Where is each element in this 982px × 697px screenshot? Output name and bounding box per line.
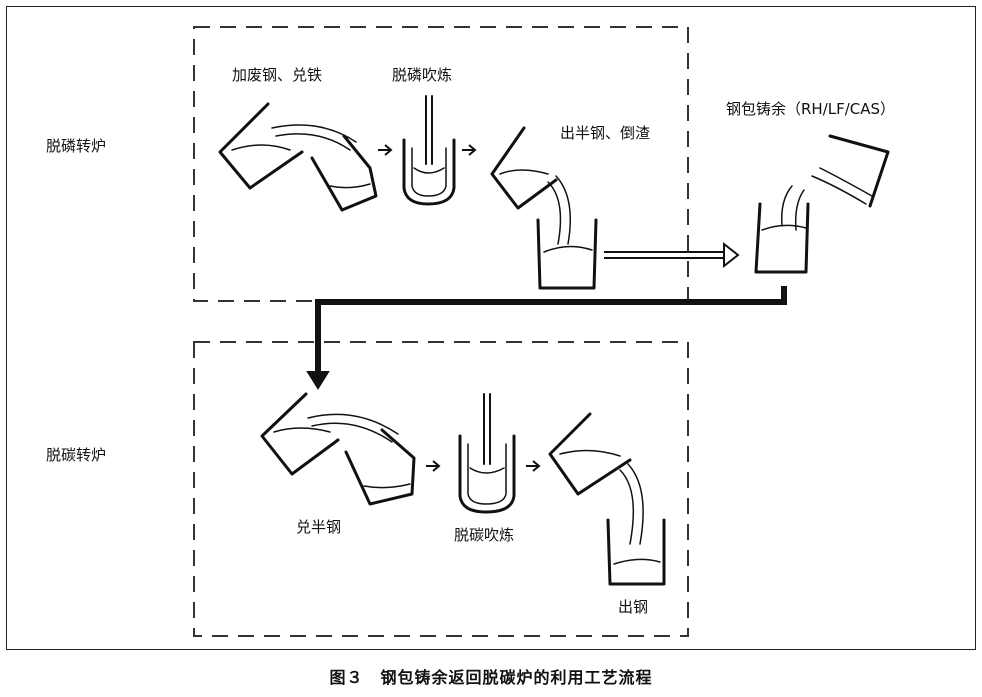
- charging-ladle-top: [218, 102, 304, 190]
- figure-frame: [6, 6, 976, 650]
- arrow-3: [426, 460, 441, 472]
- oxygen-lance-top: [425, 95, 433, 165]
- converter-charging-bottom: [344, 428, 416, 506]
- stage-label-dephos: 脱磷转炉: [46, 137, 107, 155]
- converter-tapping-bottom: [548, 412, 632, 496]
- tap-stream-top: [547, 175, 571, 245]
- pour-stream-bottom: [307, 413, 399, 443]
- stage-label-decarb: 脱碳转炉: [46, 446, 107, 464]
- decarb-group-box: [193, 341, 689, 637]
- charging-ladle-bottom: [260, 392, 340, 476]
- residual-receiving-ladle: [754, 202, 810, 274]
- figure-caption: 图３ 钢包铸余返回脱碳炉的利用工艺流程: [329, 668, 653, 687]
- converter-blowing-top: [402, 95, 456, 206]
- arrow-4: [526, 460, 541, 472]
- receiving-ladle-bottom: [606, 518, 666, 586]
- step-label-charge-semi: 兑半钢: [296, 518, 342, 536]
- step-label-ladle-residual: 钢包铸余（RH/LF/CAS）: [726, 100, 896, 118]
- return-path: [306, 286, 787, 390]
- oxygen-lance-bottom: [483, 393, 491, 465]
- step-label-dephos-blowing: 脱磷吹炼: [392, 66, 453, 84]
- pour-stream-top: [271, 124, 357, 143]
- transfer-arrow: [604, 241, 740, 269]
- step-label-decarb-blowing: 脱碳吹炼: [454, 526, 515, 544]
- converter-tapping-top: [490, 126, 558, 210]
- step-label-tap-steel: 出钢: [618, 598, 649, 616]
- arrow-2: [462, 144, 477, 156]
- converter-blowing-bottom: [458, 393, 516, 514]
- converter-charging-top: [310, 134, 378, 212]
- tap-stream-bottom: [619, 463, 644, 545]
- step-label-charge: 加废钢、兑铁: [232, 66, 323, 84]
- residual-ladle: [780, 134, 890, 231]
- arrow-1: [378, 144, 393, 156]
- step-label-tap-semi: 出半钢、倒渣: [560, 124, 651, 142]
- receiving-ladle-top: [536, 218, 598, 290]
